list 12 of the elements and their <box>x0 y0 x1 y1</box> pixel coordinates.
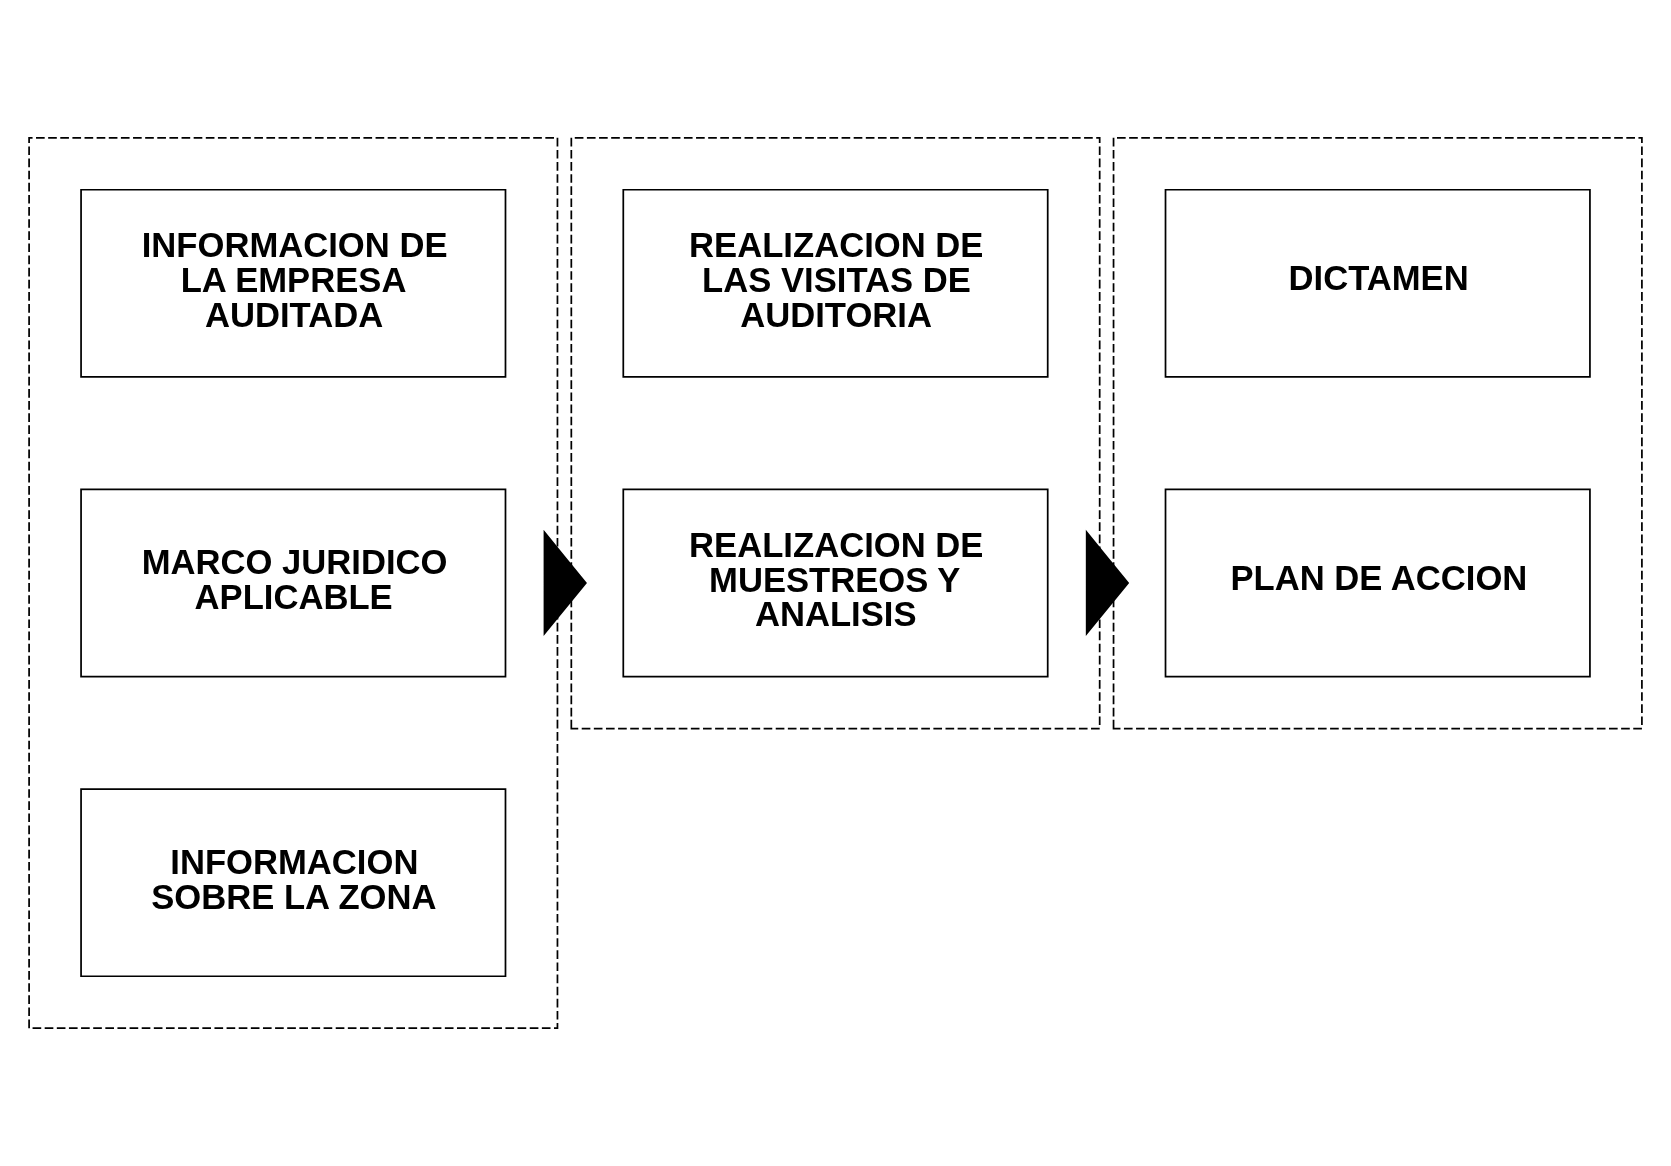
node-box: DICTAMEN <box>1164 188 1591 378</box>
arrow <box>543 529 587 637</box>
cluster <box>570 136 1101 730</box>
node-box: INFORMACION DE LA EMPRESA AUDITADA <box>80 188 507 378</box>
node-box: REALIZACION DE LAS VISITAS DE AUDITORIA <box>622 188 1049 378</box>
node-box: MARCO JURIDICO APLICABLE <box>80 488 507 678</box>
node-box: PLAN DE ACCION <box>1164 488 1591 678</box>
node-box: INFORMACION SOBRE LA ZONA <box>80 788 507 978</box>
node-box: REALIZACION DE MUESTREOS Y ANALISIS <box>622 488 1049 678</box>
cluster <box>28 136 559 1030</box>
arrow <box>1085 529 1130 637</box>
cluster <box>1112 136 1643 730</box>
